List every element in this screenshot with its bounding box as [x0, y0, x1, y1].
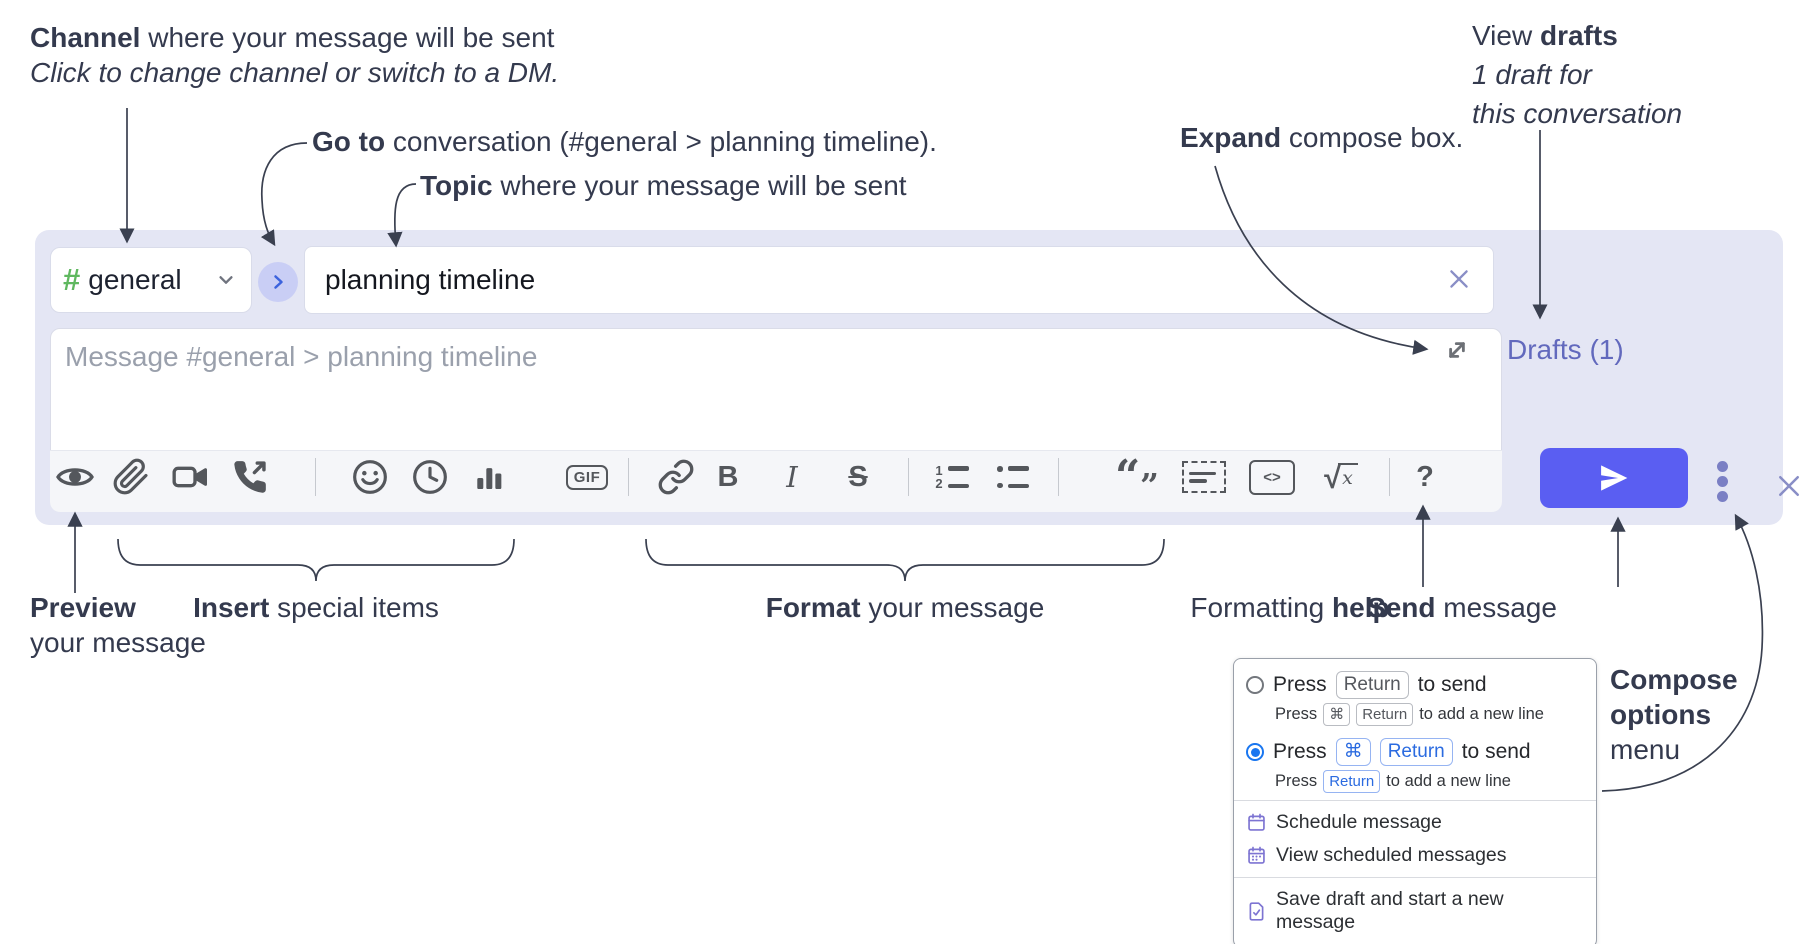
toolbar-divider: [315, 458, 316, 496]
annotation-insert: Insert special items: [193, 592, 439, 623]
preview-icon[interactable]: [50, 454, 100, 500]
key-cmd: ⌘: [1323, 703, 1351, 726]
radio-selected[interactable]: [1246, 743, 1264, 761]
toolbar-divider: [1389, 458, 1390, 496]
quote-icon[interactable]: “”: [1115, 451, 1159, 505]
annotation-topic: Topic where your message will be sent: [420, 170, 907, 201]
calendar-icon: [1246, 812, 1267, 833]
chevron-right-icon: [266, 270, 290, 294]
draft-note-icon: [1246, 901, 1267, 922]
annotation-format: Format your message: [765, 592, 1045, 623]
spoiler-icon[interactable]: [1179, 454, 1229, 500]
annotation-channel: Channel where your message will be sent …: [30, 20, 559, 90]
go-to-conversation-button[interactable]: [258, 262, 298, 302]
calendar-grid-icon: [1246, 845, 1267, 866]
attach-file-icon[interactable]: [106, 454, 156, 500]
code-icon[interactable]: <>: [1247, 454, 1297, 500]
menu-item-view-scheduled-messages[interactable]: View scheduled messages: [1234, 839, 1596, 872]
annotation-goto: Go to conversation (#general > planning …: [312, 126, 937, 157]
bold-icon[interactable]: B: [717, 460, 739, 493]
toolbar-divider: [1058, 458, 1059, 496]
gif-icon[interactable]: GIF: [562, 454, 612, 500]
voice-call-icon[interactable]: [225, 454, 275, 500]
key-return: Return: [1379, 738, 1453, 766]
message-input[interactable]: [63, 339, 1417, 443]
time-icon[interactable]: [405, 454, 455, 500]
math-icon[interactable]: √x: [1316, 454, 1366, 500]
key-cmd: ⌘: [1335, 738, 1371, 766]
toolbar-divider: [628, 458, 629, 496]
close-compose-icon[interactable]: [1771, 468, 1807, 504]
annotation-channel-bold: Channel: [30, 22, 141, 53]
compose-options-menu-icon[interactable]: [1717, 461, 1728, 502]
option-cmd-enter-subtext: Press Return to add a new line: [1234, 766, 1596, 800]
key-return: Return: [1356, 703, 1414, 726]
key-return: Return: [1323, 770, 1381, 793]
send-options-popup: Press Return to send Press ⌘ Return to a…: [1233, 658, 1597, 944]
clear-topic-icon[interactable]: [1442, 262, 1476, 296]
option-enter-subtext: Press ⌘ Return to add a new line: [1234, 699, 1596, 733]
option-enter-to-send[interactable]: Press Return to send: [1234, 666, 1596, 699]
italic-icon[interactable]: I: [786, 460, 798, 494]
key-return: Return: [1335, 671, 1409, 699]
annotation-formatting-help: Formatting help: [1190, 592, 1390, 623]
option-cmd-enter-to-send[interactable]: Press ⌘ Return to send: [1234, 733, 1596, 766]
channel-hash-icon: #: [63, 262, 81, 297]
topic-input[interactable]: [305, 264, 1493, 296]
popup-section: Schedule message View scheduled messages: [1234, 800, 1596, 877]
topic-input-wrapper: [304, 246, 1494, 314]
menu-item-save-draft[interactable]: Save draft and start a new message: [1234, 883, 1596, 939]
annotation-channel-sub: Click to change channel or switch to a D…: [30, 57, 560, 88]
annotation-channel-rest: where your message will be sent: [140, 22, 555, 53]
send-button[interactable]: [1540, 448, 1688, 508]
drafts-link[interactable]: Drafts (1): [1507, 334, 1624, 365]
annotation-expand: Expand compose box.: [1180, 122, 1464, 153]
send-icon: [1596, 460, 1632, 496]
radio-unselected[interactable]: [1246, 676, 1264, 694]
bulleted-list-icon[interactable]: [988, 454, 1038, 500]
strikethrough-icon[interactable]: S: [848, 460, 868, 493]
chevron-down-icon: [213, 267, 239, 293]
annotation-send: Send message: [1367, 592, 1557, 623]
popup-section: Save draft and start a new message: [1234, 877, 1596, 944]
poll-icon[interactable]: [464, 454, 514, 500]
expand-compose-icon[interactable]: [1440, 333, 1476, 369]
emoji-icon[interactable]: [345, 454, 395, 500]
channel-name: general: [88, 264, 182, 295]
link-icon[interactable]: [651, 454, 701, 500]
channel-selector[interactable]: # general: [50, 247, 252, 313]
video-call-icon[interactable]: [165, 454, 215, 500]
menu-item-schedule-message[interactable]: Schedule message: [1234, 806, 1596, 839]
toolbar-divider: [908, 458, 909, 496]
annotation-preview: Preview your message: [30, 592, 206, 658]
annotation-view-drafts: View drafts 1 draft for this conversatio…: [1472, 20, 1683, 129]
annotation-compose-options: Compose options menu: [1610, 664, 1738, 765]
message-formatting-help-icon[interactable]: ?: [1416, 460, 1434, 493]
